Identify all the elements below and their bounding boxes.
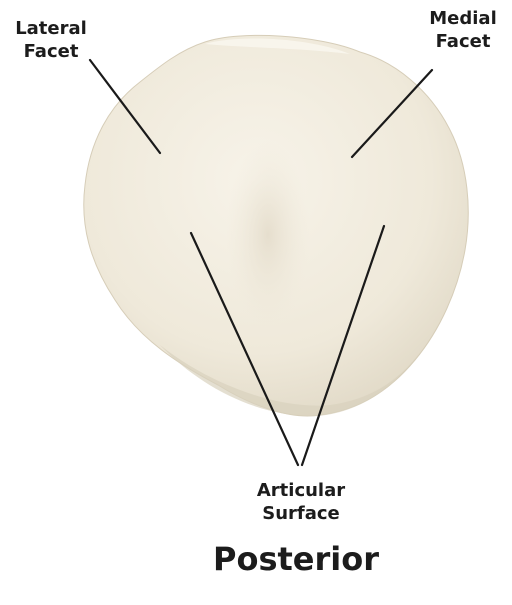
median-ridge-shade	[226, 140, 310, 330]
lateral-facet-label-line1: Lateral	[8, 18, 94, 41]
articular-surface-label-line2: Surface	[242, 503, 360, 526]
medial-facet-label-line1: Medial	[420, 8, 506, 31]
articular-surface-label: Articular Surface	[242, 480, 360, 525]
view-title-text: Posterior	[196, 540, 396, 578]
medial-facet-label: Medial Facet	[420, 8, 506, 53]
lateral-facet-label-line2: Facet	[8, 41, 94, 64]
lateral-facet-label: Lateral Facet	[8, 18, 94, 63]
articular-surface-label-line1: Articular	[242, 480, 360, 503]
medial-facet-label-line2: Facet	[420, 31, 506, 54]
view-title: Posterior	[196, 540, 396, 578]
